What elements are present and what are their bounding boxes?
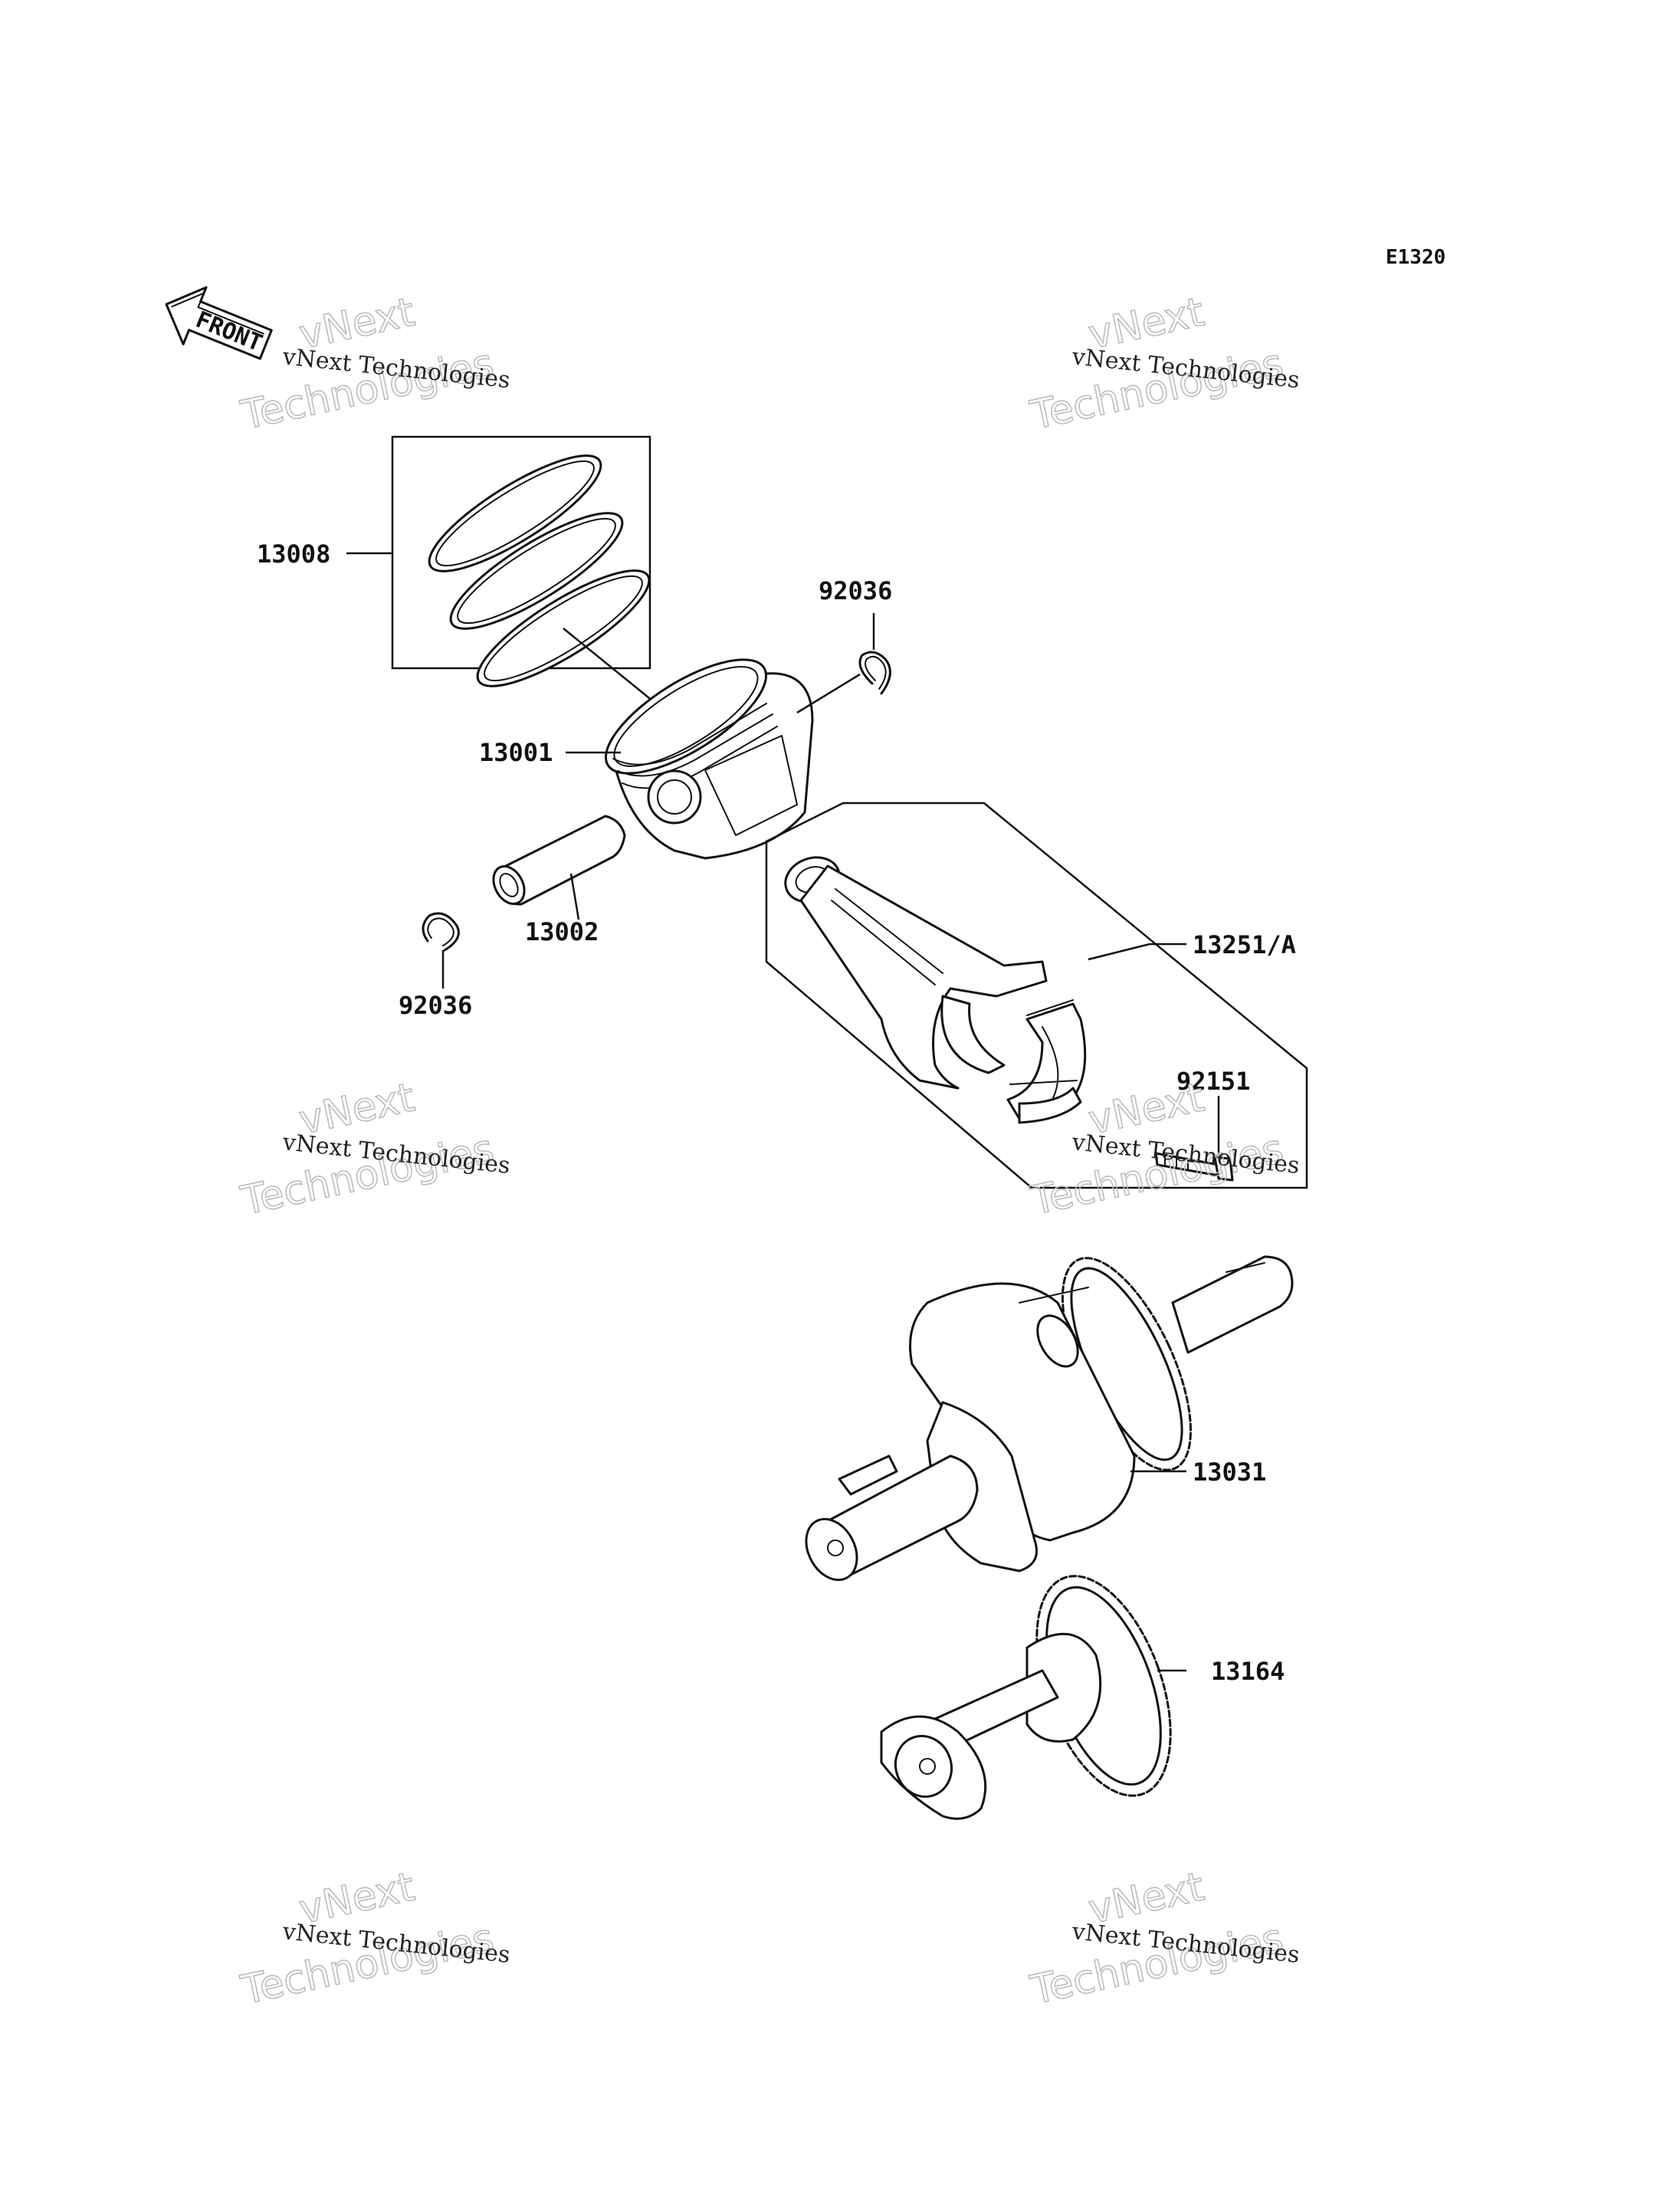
part-label-13031: 13031 (1193, 1458, 1266, 1487)
part-label-92151: 92151 (1176, 1067, 1250, 1096)
watermark-mid-left: vNext Technologies vNext Technologies (236, 1074, 511, 1225)
piston-pin (492, 815, 626, 920)
circlip-upper (796, 613, 891, 714)
front-arrow-icon: FRONT (165, 286, 273, 360)
watermark-top-left: vNext Technologies vNext Technologies (236, 289, 511, 440)
piston-ring-set (391, 435, 654, 702)
diagram-code: E1320 (1386, 246, 1445, 269)
watermark-bottom-left: vNext Technologies vNext Technologies (236, 1864, 511, 2015)
balancer-shaft (880, 1575, 1186, 1820)
part-label-13164: 13164 (1211, 1657, 1285, 1686)
connecting-rod-assembly (765, 802, 1308, 1189)
piston (604, 658, 814, 860)
watermark-bottom-right: vNext Technologies vNext Technologies (1025, 1864, 1301, 2015)
crankshaft (805, 1255, 1294, 1582)
watermark-top-right: vNext Technologies vNext Technologies (1025, 289, 1301, 440)
rod-bolt (1154, 1096, 1234, 1182)
part-label-13001: 13001 (479, 738, 553, 767)
part-label-13008: 13008 (257, 539, 330, 569)
part-label-13251A: 13251/A (1193, 930, 1296, 959)
part-label-13002: 13002 (525, 917, 599, 946)
part-label-92036-lower: 92036 (399, 991, 472, 1020)
part-label-92036-upper: 92036 (819, 576, 892, 605)
circlip-lower (422, 912, 460, 989)
